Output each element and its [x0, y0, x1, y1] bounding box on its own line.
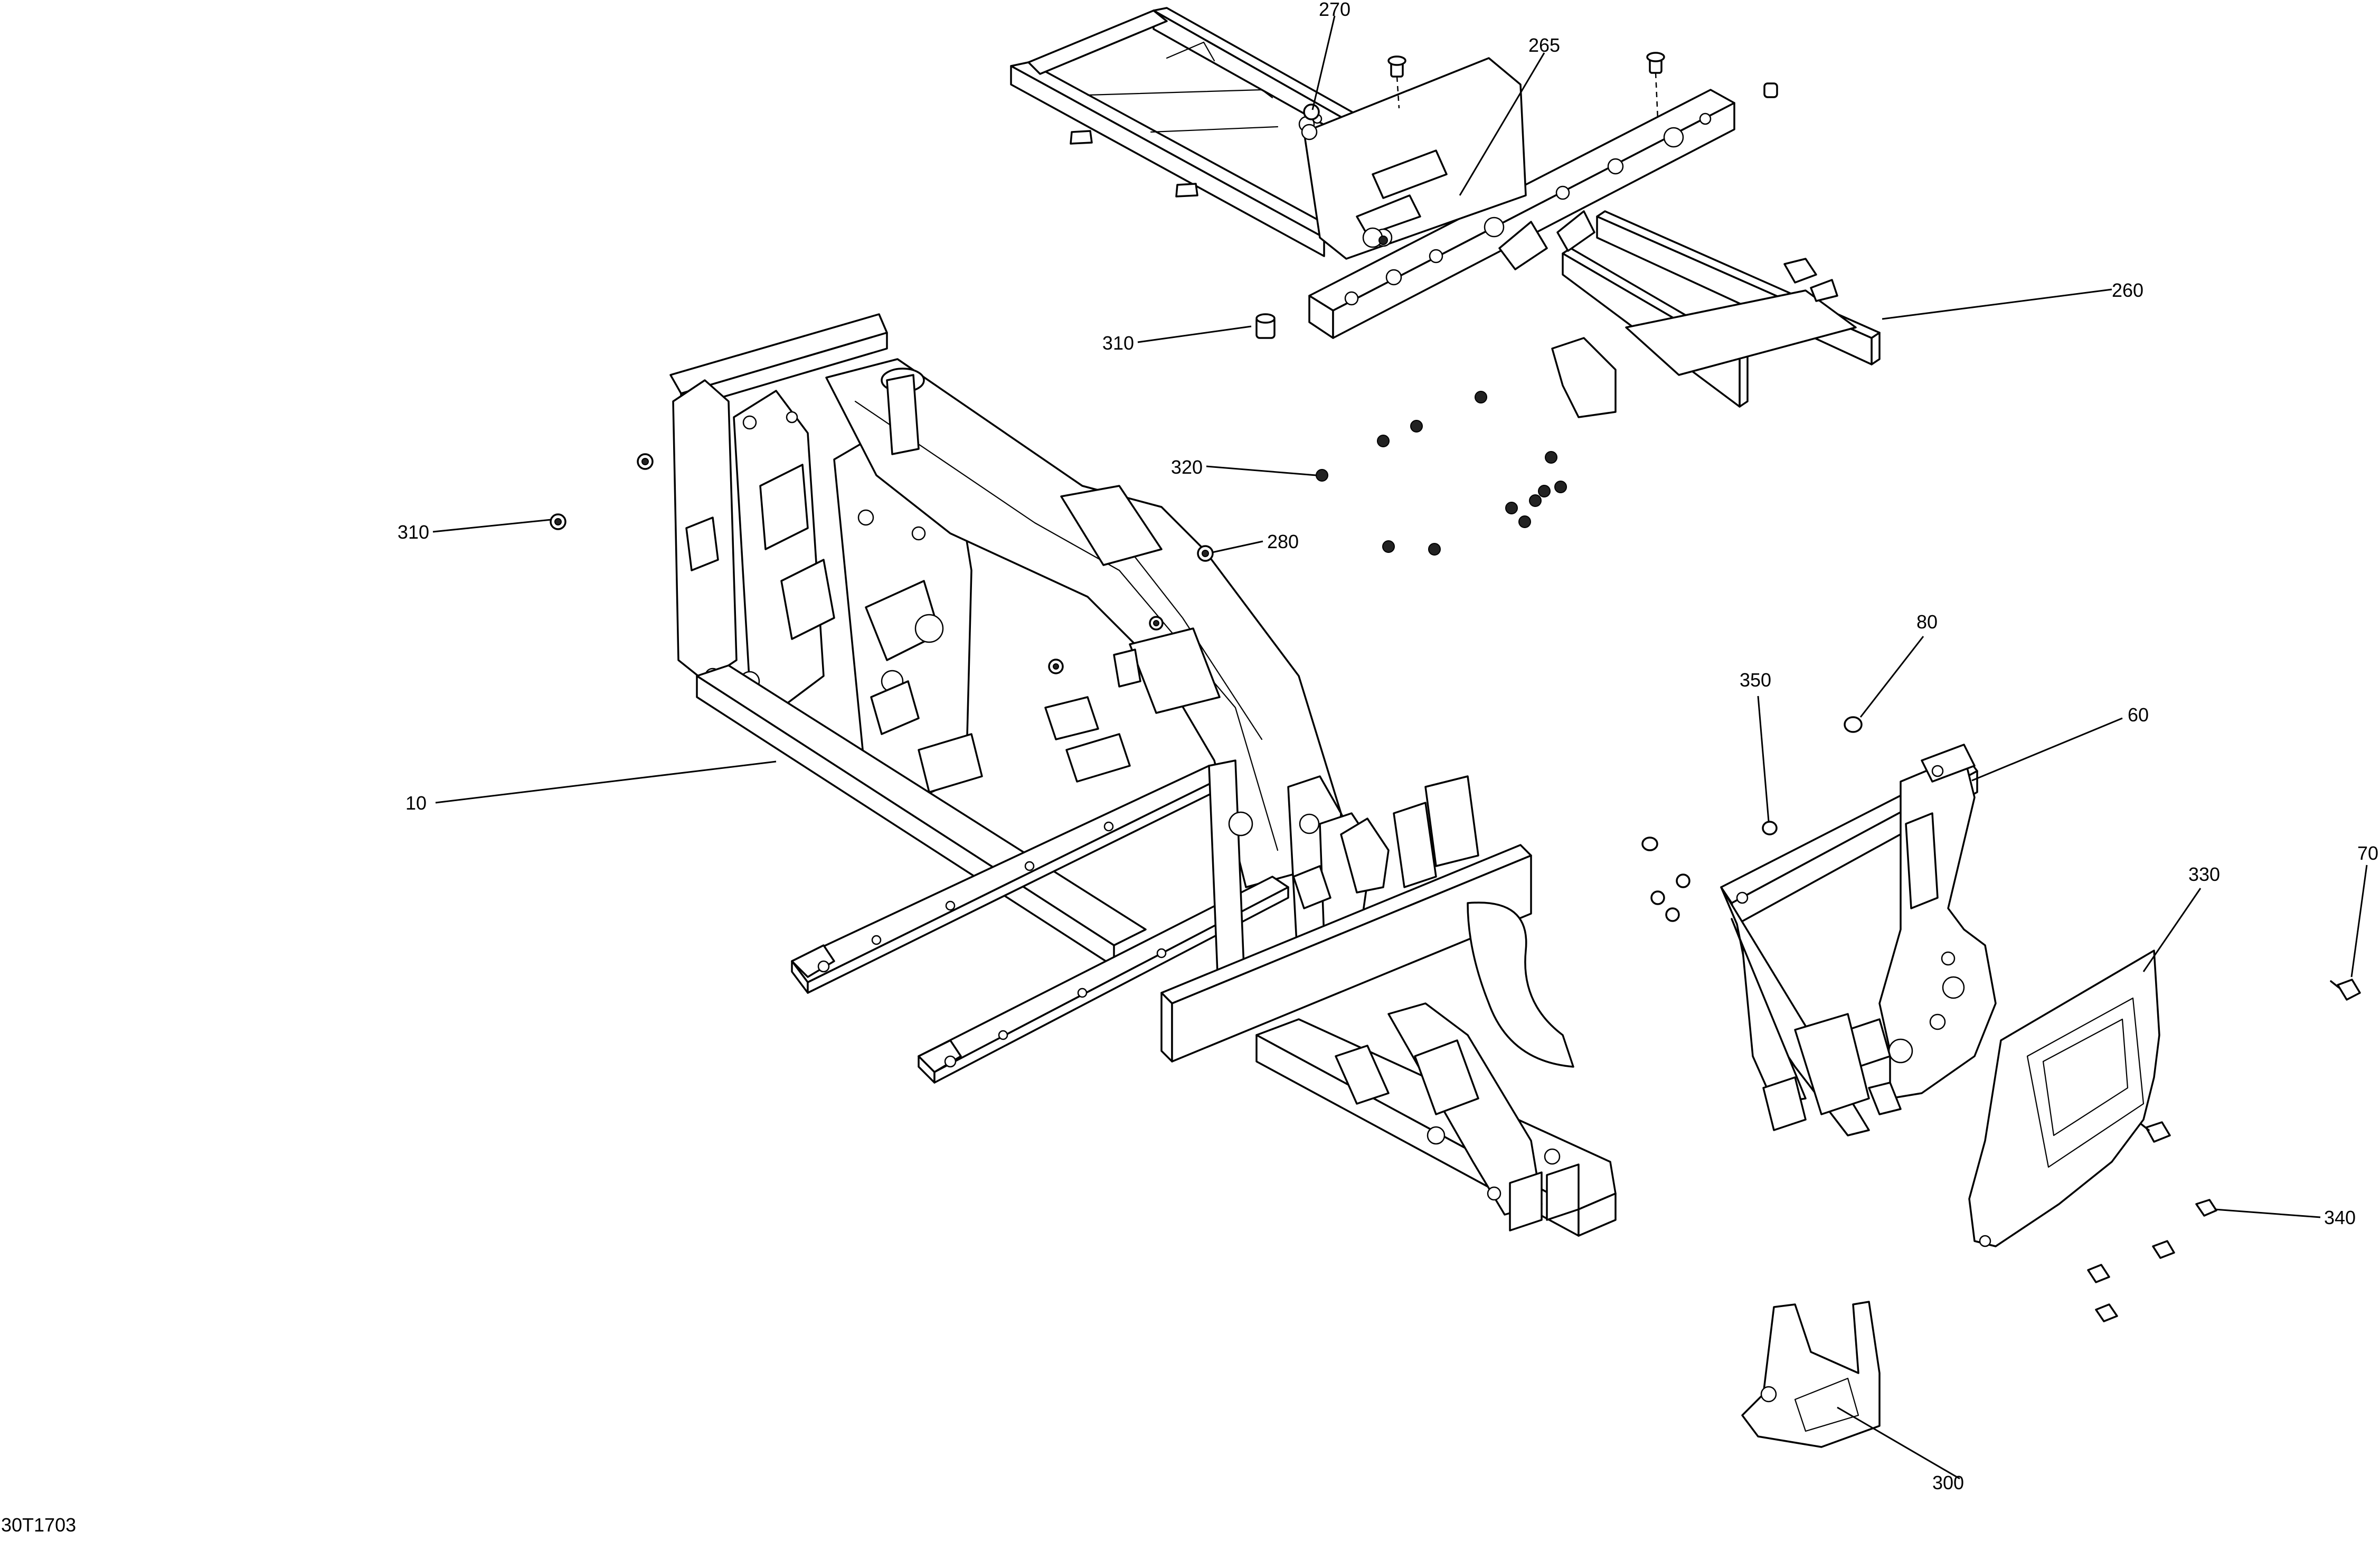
- callout-270-label: 270: [1319, 0, 1350, 20]
- callout-310-upper: 310: [1102, 325, 1252, 354]
- callout-70-label: 70: [2357, 842, 2378, 864]
- callout-270: 270: [1311, 0, 1350, 110]
- callout-320-label: 320: [1171, 456, 1203, 478]
- callout-70: 70: [2350, 842, 2378, 978]
- callout-60-label: 60: [2128, 704, 2149, 726]
- callout-350-label: 350: [1740, 669, 1771, 691]
- main-frame-part: [669, 313, 1617, 1237]
- skid-plate-part: [1968, 950, 2160, 1247]
- callout-340-label: 340: [2324, 1207, 2356, 1228]
- callout-280-label: 280: [1267, 531, 1299, 552]
- frame-fasteners: [550, 453, 1214, 674]
- callout-300: 300: [1837, 1406, 1964, 1493]
- callout-320: 320: [1171, 456, 1317, 478]
- rear-subframe-part: [1010, 7, 1881, 418]
- callout-310-left: 310: [398, 519, 552, 543]
- rear-subframe-hardware: [1255, 52, 1778, 339]
- loose-nuts-group: [1316, 391, 1567, 556]
- rear-bracket-part: [1720, 744, 1997, 1136]
- callout-260-label: 260: [2112, 279, 2143, 301]
- callout-350: 350: [1740, 669, 1771, 822]
- callout-340: 340: [2214, 1207, 2356, 1228]
- small-bracket-part: [1741, 1301, 1881, 1448]
- callout-300-label: 300: [1932, 1472, 1964, 1493]
- callout-80-label: 80: [1916, 611, 1938, 633]
- callout-330-label: 330: [2188, 863, 2220, 885]
- callout-330: 330: [2142, 863, 2220, 972]
- callout-60: 60: [1971, 704, 2149, 782]
- callout-265-label: 265: [1528, 34, 1560, 56]
- callout-265: 265: [1459, 34, 1560, 196]
- callout-280: 280: [1212, 531, 1299, 553]
- callout-10: 10: [405, 760, 777, 814]
- bolts-group: [2087, 979, 2361, 1322]
- callout-310-upper-label: 310: [1102, 332, 1134, 354]
- callout-260: 260: [1882, 279, 2143, 320]
- rear-bracket-nuts: [1641, 716, 1863, 922]
- diagram-code: 30T1703: [1, 1514, 76, 1536]
- callout-10-label: 10: [405, 792, 427, 814]
- callout-310-left-label: 310: [398, 521, 429, 543]
- callout-80: 80: [1859, 611, 1938, 718]
